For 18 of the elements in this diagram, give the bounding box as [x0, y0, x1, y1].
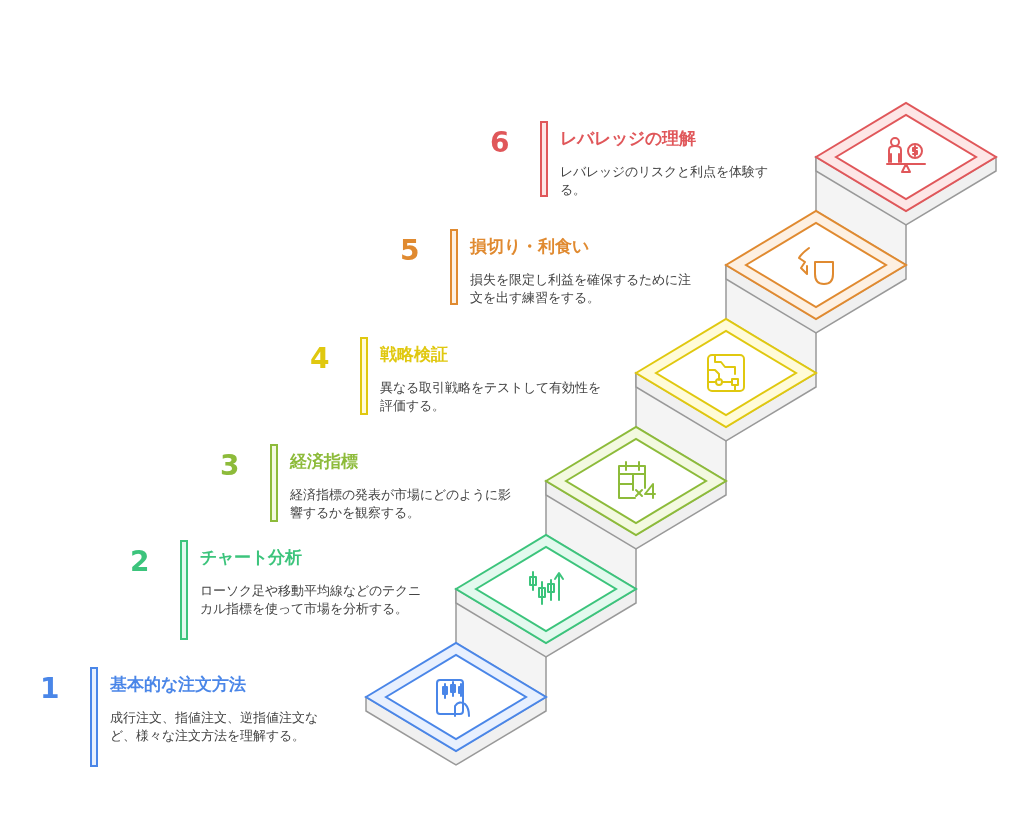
step-number: 6: [490, 127, 510, 159]
step-number: 4: [310, 343, 330, 375]
step-title: 戦略検証: [380, 343, 448, 365]
step-title: 基本的な注文方法: [110, 673, 246, 695]
step-title: 損切り・利食い: [470, 235, 589, 257]
step-number: 2: [130, 546, 150, 578]
step-description: 成行注文、指値注文、逆指値注文など、様々な注文方法を理解する。: [110, 709, 319, 745]
step-number: 1: [40, 673, 60, 705]
step-number: 5: [400, 235, 420, 267]
step-number: 3: [220, 450, 240, 482]
step-title: チャート分析: [200, 546, 302, 568]
step-title: レバレッジの理解: [560, 127, 696, 149]
step-description: 損失を限定し利益を確保するために注文を出す練習をする。: [470, 271, 692, 307]
step-description: 経済指標の発表が市場にどのように影響するかを観察する。: [290, 486, 512, 522]
step-description: ローソク足や移動平均線などのテクニカル指標を使って市場を分析する。: [200, 582, 422, 618]
step-description: 異なる取引戦略をテストして有効性を評価する。: [380, 379, 602, 415]
step-title: 経済指標: [290, 450, 358, 472]
step-description: レバレッジのリスクと利点を体験する。: [560, 163, 769, 199]
